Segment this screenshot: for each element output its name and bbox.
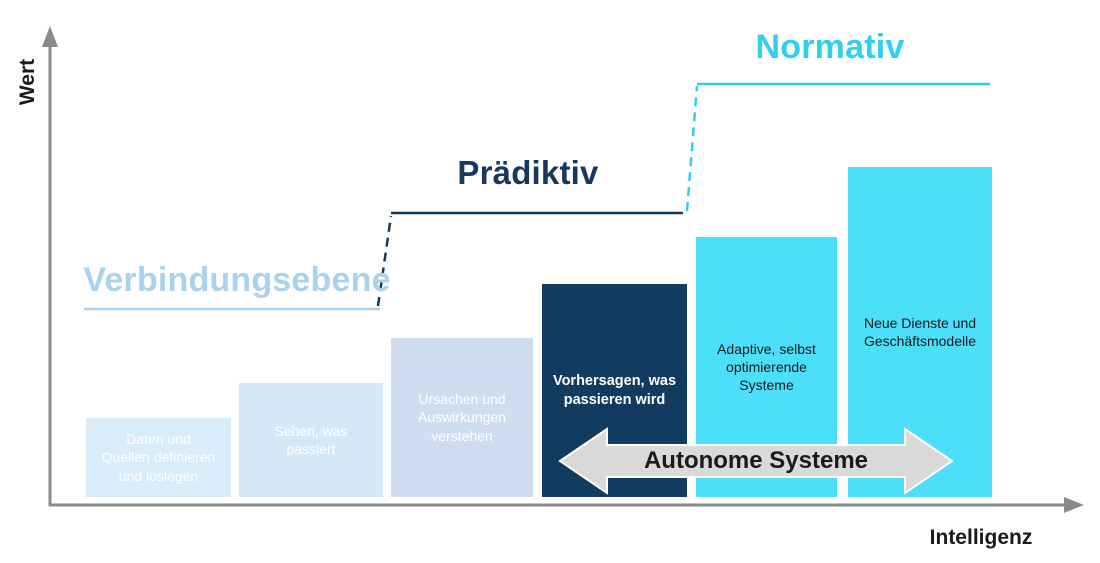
y-axis-arrowhead-icon bbox=[42, 26, 58, 47]
bar-label: Vorhersagen, was passieren wird bbox=[552, 372, 677, 408]
bar-label: Sehen, was passiert bbox=[274, 422, 348, 457]
praediktiv-normativ-dashed-connector bbox=[685, 85, 699, 212]
stage-label-verbindungsebene: Verbindungsebene bbox=[83, 261, 391, 299]
autonome-systeme-label: Autonome Systeme bbox=[643, 447, 869, 474]
stage-label-praediktiv: Prädiktiv bbox=[457, 154, 599, 191]
bar-daten-und-quellen: Daten und Quellen definieren und loslege… bbox=[86, 418, 231, 497]
bar-ursachen-auswirkungen: Ursachen und Auswirkungen verstehen bbox=[391, 338, 533, 497]
x-axis-label: Intelligenz bbox=[929, 526, 1033, 549]
y-axis-label: Wert bbox=[16, 58, 39, 106]
x-axis-arrowhead-icon bbox=[1064, 497, 1084, 513]
bar-label: Adaptive, selbst optimierende Systeme bbox=[717, 340, 816, 394]
stage-label-normativ: Normativ bbox=[755, 28, 905, 66]
bar-sehen-was-passiert: Sehen, was passiert bbox=[239, 383, 383, 497]
bar-label: Neue Dienste und Geschäftsmodelle bbox=[863, 314, 977, 349]
bar-label: Ursachen und Auswirkungen verstehen bbox=[418, 391, 506, 444]
bar-label: Daten und Quellen definieren und loslege… bbox=[101, 431, 216, 484]
